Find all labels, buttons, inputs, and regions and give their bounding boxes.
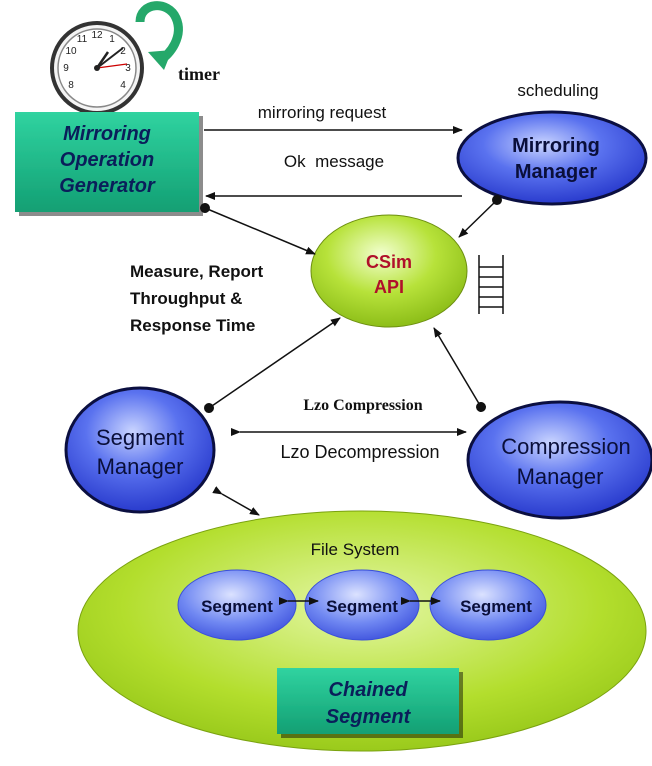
segment-manager-line2: Manager: [97, 454, 184, 479]
chained-segment-box: Chained Segment: [277, 668, 459, 734]
csim-line1: CSim: [366, 252, 412, 272]
mirroring-manager-to-csim-connector: [458, 195, 502, 238]
svg-text:3: 3: [125, 63, 131, 74]
circular-arrow-icon: [135, 1, 183, 70]
compression-manager-to-csim-connector: [433, 327, 486, 412]
svg-text:4: 4: [120, 80, 126, 91]
mirroring-manager-line2: Manager: [515, 161, 597, 183]
mog-to-csim-connector: [200, 203, 316, 255]
measure-line1: Measure, Report: [130, 262, 264, 281]
segment-node: Segment: [177, 569, 297, 641]
chained-segment-line2: Segment: [326, 706, 412, 728]
svg-text:1: 1: [109, 34, 115, 45]
mog-line2: Operation: [60, 149, 154, 171]
chained-segment-line1: Chained: [329, 679, 409, 701]
segment-node: Segment: [429, 569, 547, 641]
svg-text:12: 12: [91, 30, 103, 41]
mirroring-operation-generator-box: Mirroring Operation Generator: [15, 112, 199, 212]
segment-manager-to-filesystem-arrow: [212, 486, 260, 516]
compression-manager-node: Compression Manager: [466, 400, 652, 520]
ok-message-label: Ok message: [284, 152, 384, 171]
mirroring-manager-line1: Mirroring: [512, 135, 600, 157]
compression-manager-line1: Compression: [501, 434, 631, 459]
lzo-compression-label: Lzo Compression: [303, 397, 422, 414]
lzo-decompression-label: Lzo Decompression: [280, 442, 439, 462]
measure-label: Measure, Report Throughput & Response Ti…: [130, 262, 264, 335]
segment-manager-to-csim-connector: [204, 317, 341, 413]
mirroring-manager-node: Mirroring Manager: [456, 110, 648, 206]
svg-text:10: 10: [65, 46, 77, 57]
svg-text:8: 8: [68, 80, 74, 91]
segment-node: Segment: [304, 569, 420, 641]
file-system-title: File System: [311, 540, 400, 559]
svg-text:2: 2: [120, 46, 126, 57]
segment-label: Segment: [201, 597, 273, 616]
segment-label: Segment: [460, 597, 532, 616]
compression-manager-line2: Manager: [517, 464, 604, 489]
scheduling-label: scheduling: [517, 81, 598, 100]
csim-line2: API: [374, 277, 404, 297]
queue-icon: [478, 255, 504, 314]
measure-line2: Throughput &: [130, 289, 242, 308]
mog-line1: Mirroring: [63, 123, 151, 145]
clock-icon: 12 1 2 3 4 10 9 8 11: [50, 21, 144, 115]
segment-label: Segment: [326, 597, 398, 616]
svg-text:9: 9: [63, 63, 69, 74]
mog-line3: Generator: [59, 175, 156, 197]
segment-manager-line1: Segment: [96, 425, 184, 450]
mirroring-request-label: mirroring request: [258, 103, 387, 122]
csim-api-node: CSim API: [310, 214, 468, 328]
measure-line3: Response Time: [130, 316, 255, 335]
timer-label: timer: [178, 64, 220, 84]
segment-manager-node: Segment Manager: [64, 386, 216, 514]
svg-text:11: 11: [77, 34, 88, 45]
